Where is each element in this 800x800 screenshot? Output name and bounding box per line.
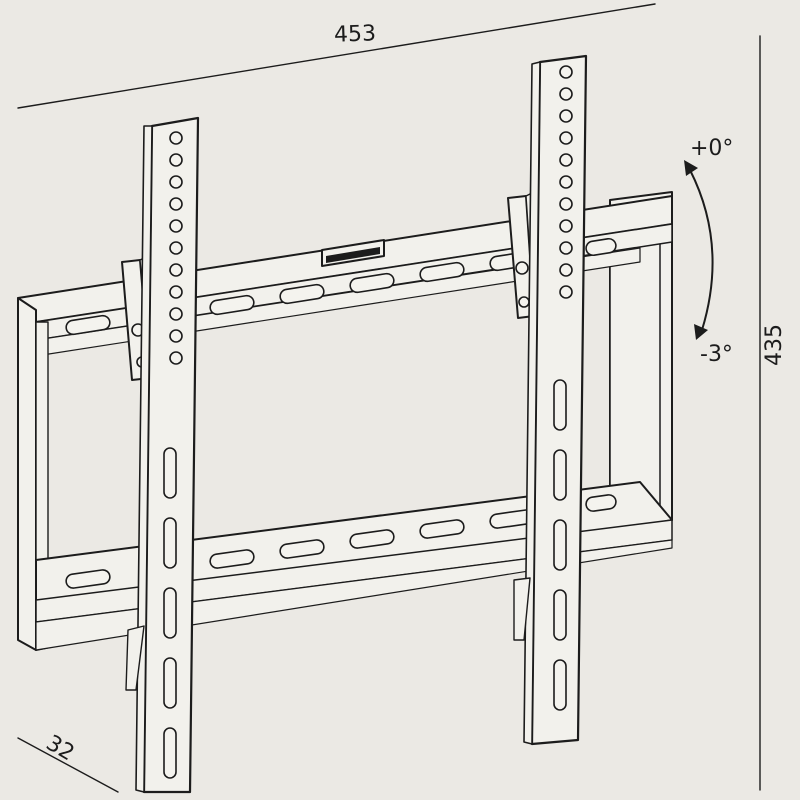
width-dimension-line <box>17 3 656 109</box>
width-dimension-label: 453 <box>333 21 377 48</box>
bottom-rail-slots <box>65 494 617 589</box>
right-arm-slots <box>553 379 567 711</box>
bubble-level <box>321 239 385 267</box>
right-vertical-arm <box>513 54 588 746</box>
left-vertical-arm <box>125 116 200 794</box>
top-rail-slots <box>65 237 617 336</box>
tilt-arc-arrow <box>684 160 714 340</box>
tilt-down-label: -3° <box>700 342 733 367</box>
left-arm-slots <box>163 447 177 779</box>
height-dimension-label: 435 <box>762 324 787 366</box>
left-arm-holes <box>169 131 183 365</box>
right-arm-holes <box>559 65 573 299</box>
tilt-up-label: +0° <box>690 136 734 161</box>
depth-dimension-line <box>17 737 119 793</box>
